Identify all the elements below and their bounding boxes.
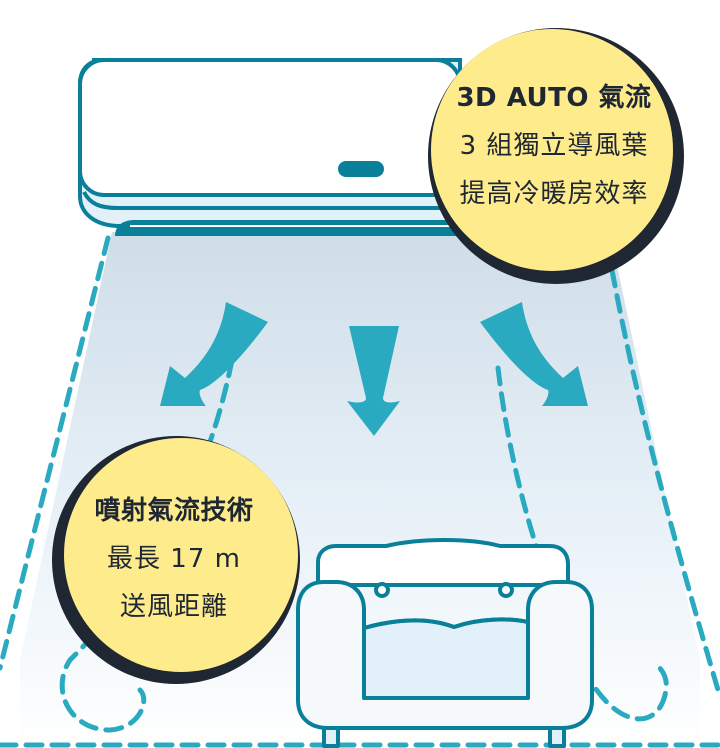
air-conditioner-icon [78, 58, 462, 236]
callout-line: 3 組獨立導風葉 [459, 131, 649, 161]
callout-jet-airflow: 噴射氣流技術 最長 17 m 送風距離 [56, 474, 292, 644]
arrow-down-left-icon [160, 302, 268, 406]
callout-3d-auto-airflow: 3D AUTO 氣流 3 組獨立導風葉 提高冷暖房效率 [424, 46, 684, 246]
callout-line: 送風距離 [119, 592, 228, 622]
arrow-down-icon [347, 326, 400, 436]
arrow-down-right-icon [480, 302, 588, 406]
callout-title: 噴射氣流技術 [94, 496, 254, 526]
callout-line: 提高冷暖房效率 [459, 179, 649, 209]
callout-title: 3D AUTO 氣流 [456, 83, 652, 113]
airflow-dashed-lines [0, 235, 720, 748]
callout-line: 最長 17 m [107, 544, 241, 574]
sofa-icon [296, 538, 594, 748]
